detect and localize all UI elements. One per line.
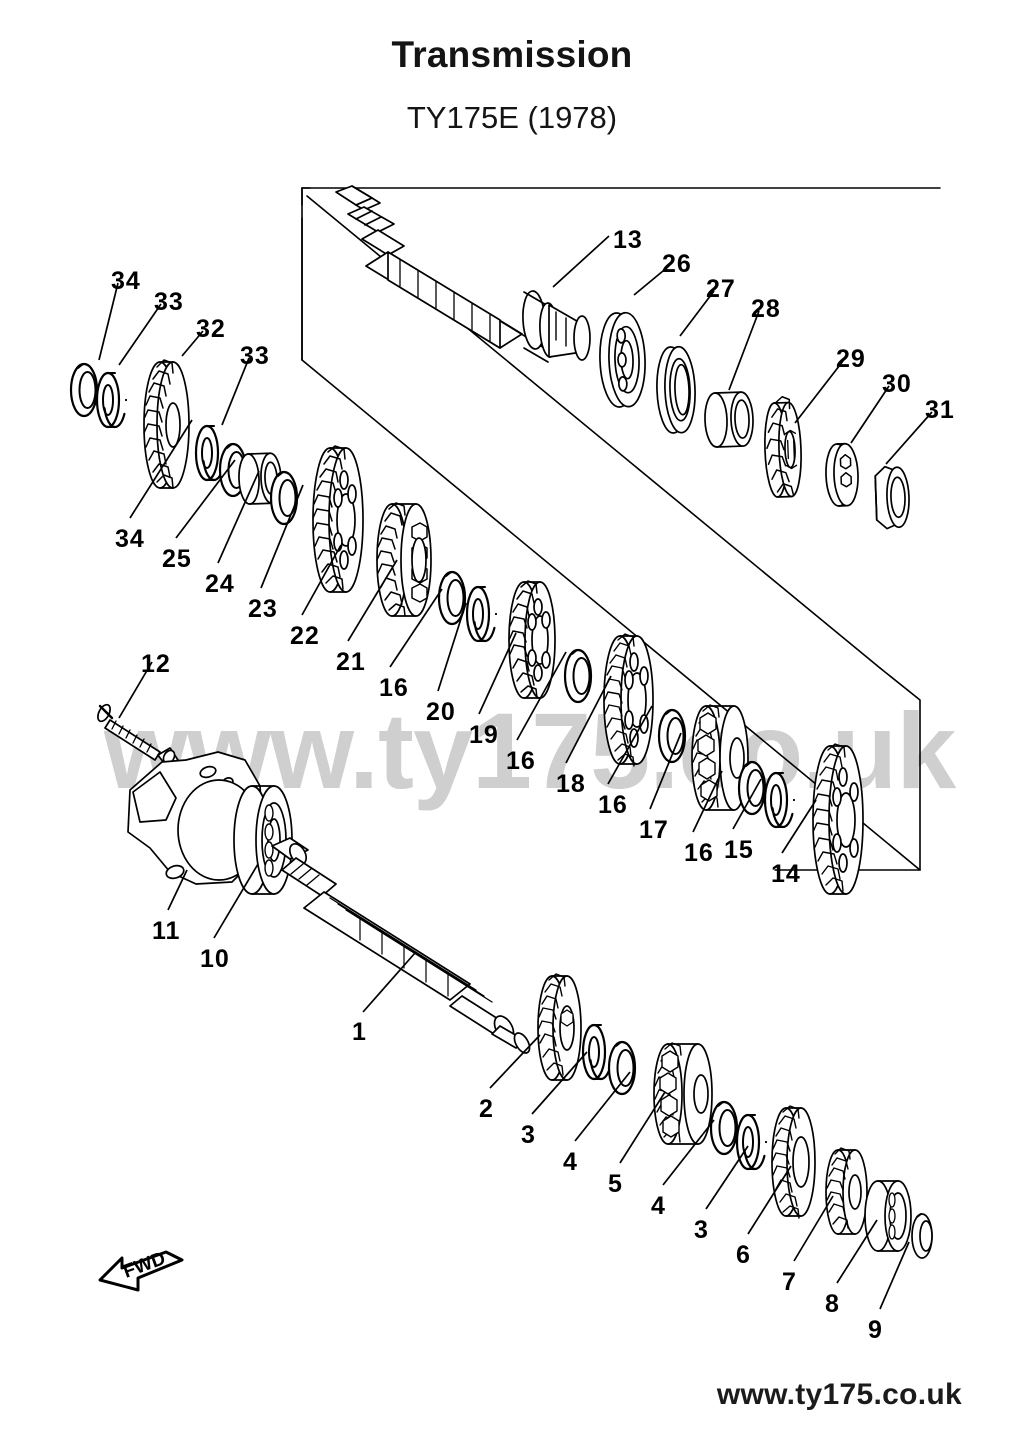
callout-number-5[interactable]: 5 [608, 1170, 623, 1198]
callout-number-14[interactable]: 14 [771, 860, 801, 888]
callout-number-22[interactable]: 22 [290, 622, 320, 650]
page-title: Transmission [391, 34, 633, 75]
callout-number-33[interactable]: 33 [154, 288, 184, 316]
fwd-direction-marker: FWD [98, 1248, 184, 1292]
callout-number-27[interactable]: 27 [706, 275, 736, 303]
callout-number-7[interactable]: 7 [782, 1268, 797, 1296]
callout-number-29[interactable]: 29 [836, 345, 866, 373]
callout-number-1[interactable]: 1 [352, 1018, 367, 1046]
callout-number-20[interactable]: 20 [426, 698, 456, 726]
callout-number-23[interactable]: 23 [248, 595, 278, 623]
callout-number-13[interactable]: 13 [613, 226, 643, 254]
callout-number-3[interactable]: 3 [521, 1121, 536, 1149]
callout-number-28[interactable]: 28 [751, 295, 781, 323]
callout-number-16[interactable]: 16 [684, 839, 714, 867]
callout-number-19[interactable]: 19 [469, 721, 499, 749]
callout-number-10[interactable]: 10 [200, 945, 230, 973]
callout-number-21[interactable]: 21 [336, 648, 366, 676]
callout-number-4[interactable]: 4 [563, 1148, 578, 1176]
callout-number-30[interactable]: 30 [882, 370, 912, 398]
callout-number-2[interactable]: 2 [479, 1095, 494, 1123]
callout-number-16[interactable]: 16 [379, 674, 409, 702]
callout-number-3[interactable]: 3 [694, 1216, 709, 1244]
callout-number-31[interactable]: 31 [925, 396, 955, 424]
callout-number-34[interactable]: 34 [111, 267, 141, 295]
callout-number-32[interactable]: 32 [196, 315, 226, 343]
callout-number-24[interactable]: 24 [205, 570, 235, 598]
callout-number-6[interactable]: 6 [736, 1241, 751, 1269]
callout-number-18[interactable]: 18 [556, 770, 586, 798]
callout-number-17[interactable]: 17 [639, 816, 669, 844]
callout-number-9[interactable]: 9 [868, 1316, 883, 1344]
callout-number-11[interactable]: 11 [152, 917, 181, 945]
callout-number-4[interactable]: 4 [651, 1192, 666, 1220]
callout-number-15[interactable]: 15 [724, 836, 754, 864]
callout-number-16[interactable]: 16 [506, 747, 536, 775]
page-subtitle: TY175E (1978) [406, 100, 618, 135]
callout-number-16[interactable]: 16 [598, 791, 628, 819]
callout-number-8[interactable]: 8 [825, 1290, 840, 1318]
callout-number-26[interactable]: 26 [662, 250, 692, 278]
callout-number-33[interactable]: 33 [240, 342, 270, 370]
callout-number-34[interactable]: 34 [115, 525, 145, 553]
footer-url: www.ty175.co.uk [716, 1378, 962, 1411]
callout-number-25[interactable]: 25 [162, 545, 192, 573]
fwd-label: FWD [121, 1248, 169, 1283]
callout-number-12[interactable]: 12 [141, 650, 171, 678]
